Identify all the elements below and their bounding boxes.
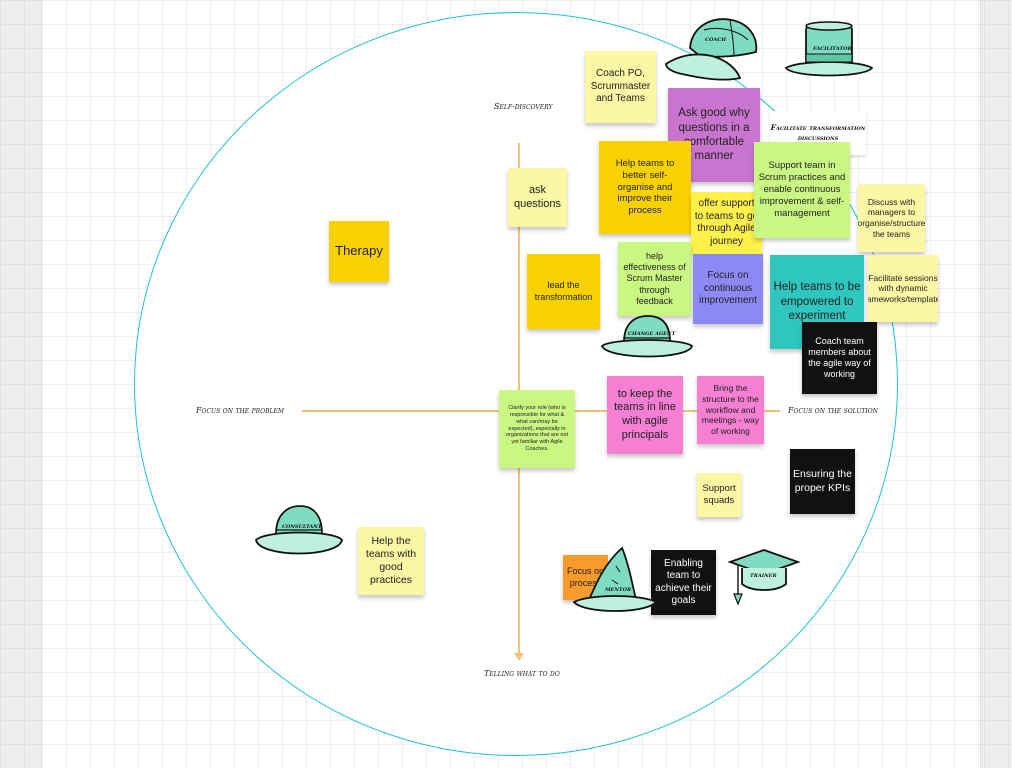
sticky-note-proper-kpis[interactable]: Ensuring the proper KPIs xyxy=(790,449,855,514)
consultant-hat-icon xyxy=(255,505,343,555)
sticky-note-bring-structure[interactable]: Bring the structure to the workflow and … xyxy=(697,376,764,444)
sticky-note-coach-po[interactable]: Coach PO, Scrummaster and Teams xyxy=(585,51,656,123)
coach-cap-icon xyxy=(665,18,758,81)
sticky-note-help-effectiveness[interactable]: help effectiveness of Scrum Master throu… xyxy=(618,242,691,316)
change-agent-hat-icon xyxy=(600,315,694,358)
sticky-note-help-self-organise[interactable]: Help teams to better self-organise and i… xyxy=(599,141,691,234)
sticky-note-enabling-team[interactable]: Enabling team to achieve their goals xyxy=(651,550,716,615)
sticky-note-coach-team[interactable]: Coach team members about the agile way o… xyxy=(802,322,877,394)
trainer-graduation-cap-icon xyxy=(727,549,801,606)
vertical-axis-arrowhead xyxy=(514,653,524,661)
facilitator-hat-label: FACILITATOR xyxy=(813,46,852,52)
sticky-note-facilitate-sessions[interactable]: Facilitate sessions with dynamic framewo… xyxy=(868,255,938,322)
axis-label-left: Focus on the problem xyxy=(196,406,285,415)
mentor-wizard-hat-icon xyxy=(572,546,658,612)
sticky-note-good-practices[interactable]: Help the teams with good practices xyxy=(358,527,424,595)
sticky-note-lead-transformation[interactable]: lead the transformation xyxy=(527,254,600,329)
sticky-note-support-squads[interactable]: Support squads xyxy=(697,473,741,517)
change-agent-hat-label: CHANGE AGENT xyxy=(628,331,676,337)
facilitator-top-hat-icon xyxy=(784,21,874,77)
coach-hat-label: COACH xyxy=(705,37,726,43)
consultant-hat-label: CONSULTANT xyxy=(282,524,322,530)
mentor-hat-label: MENTOR xyxy=(605,587,632,593)
axis-label-bottom: Telling what to do xyxy=(484,669,560,678)
sticky-note-keep-in-line[interactable]: to keep the teams in line with agile pri… xyxy=(607,376,683,454)
sticky-note-ask-questions[interactable]: ask questions xyxy=(508,168,567,227)
sticky-note-clarify-role[interactable]: Clarify your role (who is responsible fo… xyxy=(499,390,575,468)
axis-label-top: Self-discovery xyxy=(494,102,553,111)
sticky-note-therapy[interactable]: Therapy xyxy=(329,221,389,282)
trainer-hat-label: TRAINER xyxy=(750,573,777,579)
sticky-note-discuss-managers[interactable]: Discuss with managers to organise/struct… xyxy=(858,184,925,252)
sticky-note-support-scrum[interactable]: Support team in Scrum practices and enab… xyxy=(754,142,850,238)
sticky-note-offer-support[interactable]: offer support to teams to go through Agi… xyxy=(691,192,762,254)
sticky-note-focus-continuous[interactable]: Focus on continuous improvement xyxy=(693,254,763,324)
axis-label-right: Focus on the solution xyxy=(788,406,878,415)
